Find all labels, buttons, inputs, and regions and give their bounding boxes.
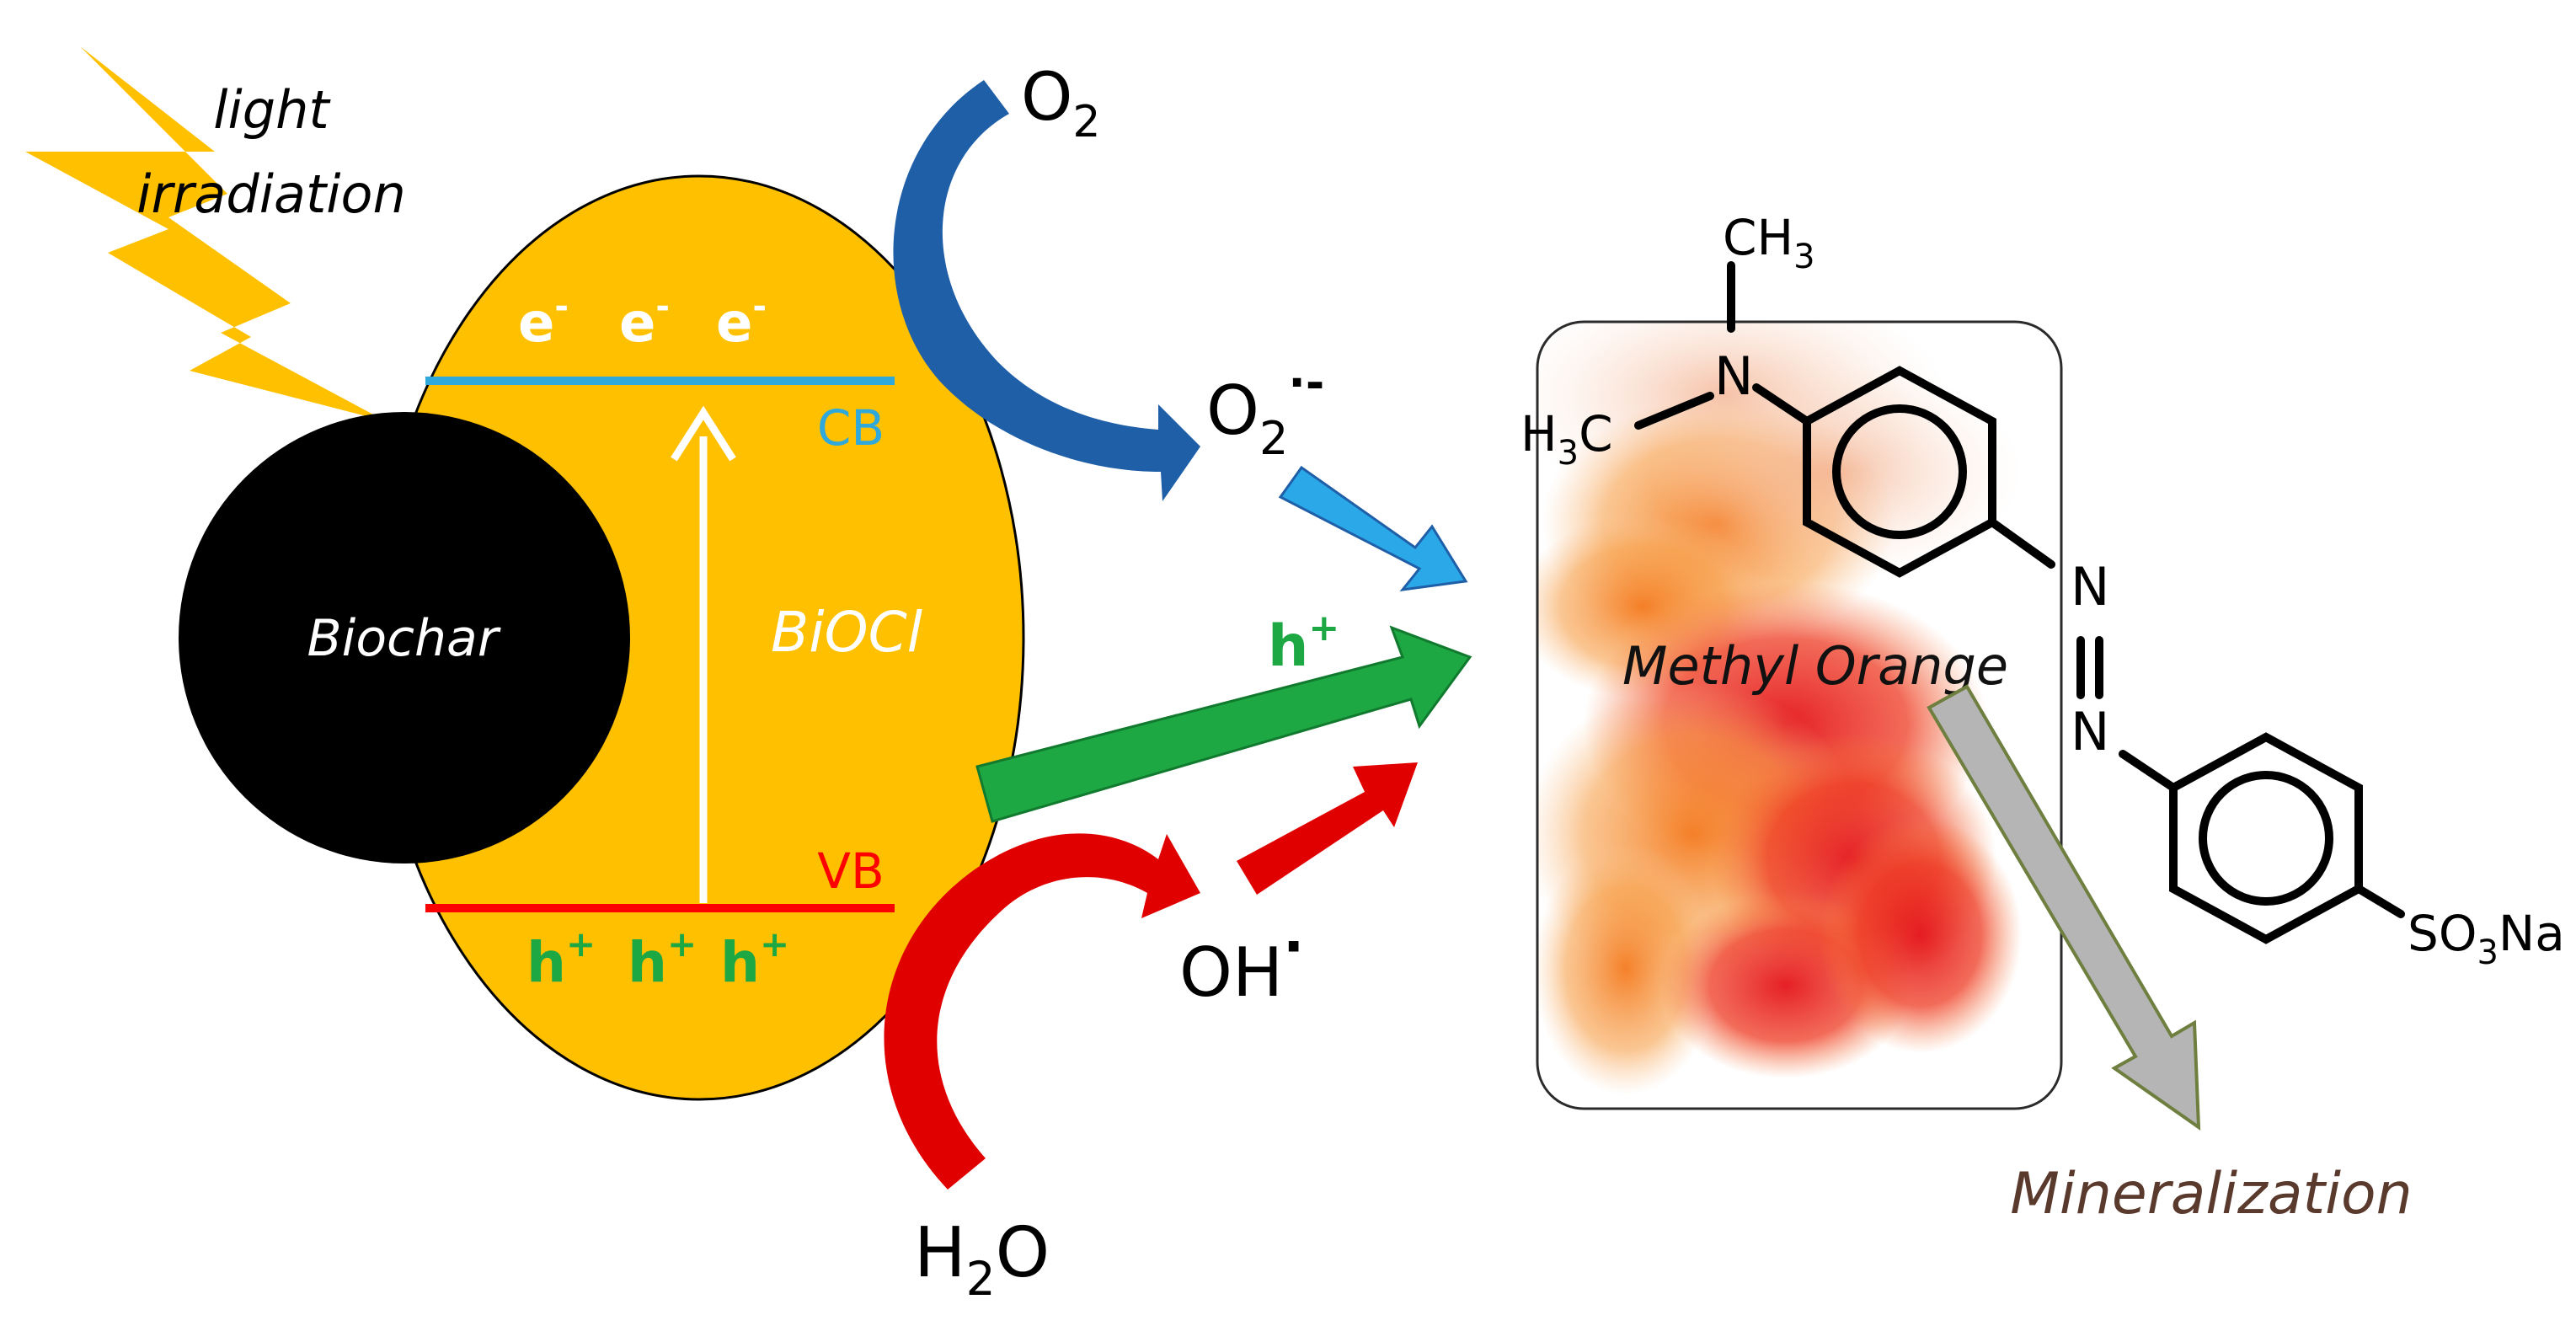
biochar-label: Biochar bbox=[307, 609, 501, 668]
light-label-line1: light bbox=[213, 79, 331, 141]
water-oxidation-arrow bbox=[884, 833, 1200, 1190]
so3na-label: SO3Na bbox=[2408, 905, 2565, 972]
electron-3: e- bbox=[716, 287, 767, 355]
hydroxyl-label: OH· bbox=[1179, 914, 1304, 1012]
electron-2: e- bbox=[619, 287, 670, 355]
light-label-line2: irradiation bbox=[136, 163, 406, 225]
hole-2: h+ bbox=[628, 923, 697, 995]
hydroxyl-attack-arrow bbox=[1237, 762, 1418, 895]
o2-label: O2 bbox=[1021, 60, 1101, 147]
azo-n2-label: N bbox=[2071, 701, 2109, 762]
electrons-group: e- e- e- bbox=[518, 287, 767, 355]
oxygen-reduction-arrow bbox=[893, 80, 1200, 501]
cb-label: CB bbox=[817, 399, 884, 457]
methyl-orange-structure bbox=[1634, 261, 2405, 944]
amine-n-label: N bbox=[1714, 345, 1753, 407]
electron-1: e- bbox=[518, 287, 569, 355]
lightning-bolt-icon bbox=[25, 46, 386, 421]
dye-box-border bbox=[1536, 320, 2063, 1110]
water-label: H2O bbox=[914, 1213, 1050, 1306]
mineralization-label: Mineralization bbox=[2010, 1161, 2413, 1227]
h3c-label: H3C bbox=[1520, 405, 1613, 473]
excitation-arrow-head bbox=[671, 405, 736, 462]
vb-label: VB bbox=[817, 842, 884, 900]
hole-label: h+ bbox=[1268, 607, 1339, 680]
hole-attack-arrow bbox=[975, 625, 1472, 823]
dye-name-label: Methyl Orange bbox=[1622, 635, 2008, 697]
mineralization-arrow bbox=[1927, 684, 2201, 1131]
holes-group: h+ h+ h+ bbox=[526, 923, 789, 995]
hole-3: h+ bbox=[720, 923, 789, 995]
azo-n1-label: N bbox=[2071, 556, 2109, 618]
bioci-label: BiOCl bbox=[771, 600, 923, 665]
superoxide-attack-arrow bbox=[1278, 465, 1468, 591]
hole-1: h+ bbox=[526, 923, 596, 995]
biochar-particle bbox=[179, 412, 630, 864]
superoxide-label: O2·- bbox=[1206, 356, 1324, 465]
ch3-top-label: CH3 bbox=[1723, 209, 1815, 276]
